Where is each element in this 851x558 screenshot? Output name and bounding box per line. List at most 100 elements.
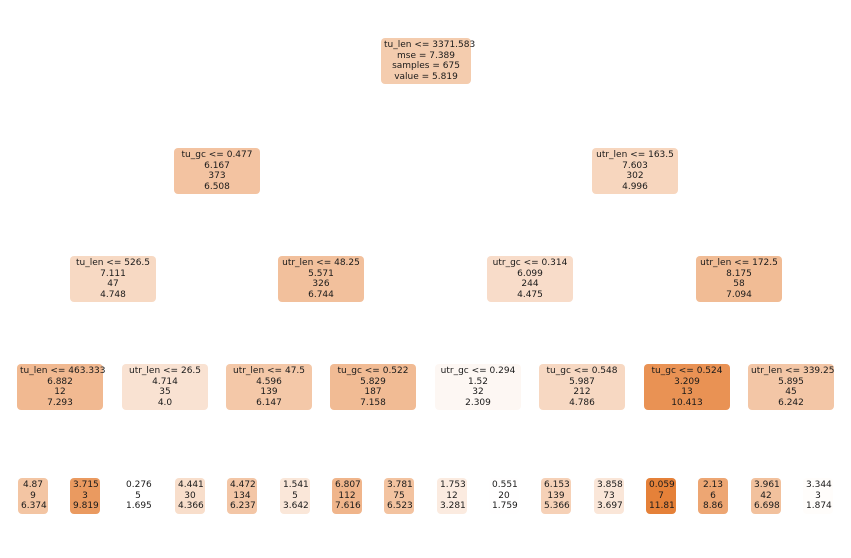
node-line: 4.475 (517, 289, 543, 300)
node-line: 112 (338, 490, 356, 501)
node-line: 0.059 (649, 480, 675, 490)
node-line: 5 (135, 490, 141, 501)
node-line: 8.86 (702, 501, 724, 511)
node-line: 35 (159, 387, 171, 397)
node-line: tu_gc <= 0.548 (546, 366, 618, 376)
node-line: 134 (233, 490, 251, 501)
node-line: 4.996 (622, 181, 648, 192)
node-line: 139 (260, 387, 278, 397)
node-line: tu_gc <= 0.524 (651, 366, 723, 376)
node-line: 6.807 (335, 480, 361, 490)
node-line: 139 (547, 490, 565, 501)
node-line: 1.874 (806, 501, 832, 511)
node-line: 2.309 (465, 397, 491, 408)
node-line: 13 (681, 387, 693, 397)
node-line: 4.366 (178, 501, 204, 511)
node-line: 47 (107, 279, 119, 289)
node-line: 302 (626, 171, 644, 181)
node-line: tu_gc <= 0.477 (181, 150, 253, 160)
node-line: 1.759 (492, 501, 518, 511)
node-line: 73 (603, 490, 615, 501)
node-line: 373 (208, 171, 226, 181)
node-line: utr_gc <= 0.294 (440, 366, 516, 376)
node-line: 7.616 (335, 501, 361, 511)
node-line: 6.153 (544, 480, 570, 490)
node-line: tu_len <= 3371.583 (384, 40, 476, 50)
node-line: 5.571 (308, 268, 334, 279)
node-line: tu_len <= 526.5 (75, 258, 151, 268)
node-line: 6.167 (204, 160, 230, 171)
node-line: 30 (184, 490, 196, 501)
node-line: tu_gc <= 0.522 (337, 366, 409, 376)
node-line: 32 (472, 387, 484, 397)
node-line: 2.13 (702, 480, 724, 490)
node-line: 12 (446, 490, 458, 501)
node-line: samples = 675 (392, 61, 460, 71)
node-line: utr_gc <= 0.314 (492, 258, 568, 268)
node-line: 1.753 (440, 480, 466, 490)
node-line: 5.895 (778, 376, 804, 387)
node-line: 6 (710, 490, 716, 501)
node-line: 4.714 (152, 376, 178, 387)
node-line: value = 5.819 (394, 71, 458, 82)
node-line: 3.281 (440, 501, 466, 511)
node-line: 10.413 (671, 397, 703, 408)
node-line: 5.987 (569, 376, 595, 387)
node-line: 6.099 (517, 268, 543, 279)
node-line: 4.87 (22, 480, 44, 490)
node-line: 7.094 (726, 289, 752, 300)
node-line: 3.858 (597, 480, 623, 490)
node-line: utr_len <= 172.5 (700, 258, 778, 268)
node-line: tu_len <= 463.333 (20, 366, 106, 376)
node-line: 4.0 (157, 397, 173, 408)
node-line: 8.175 (726, 268, 752, 279)
node-line: 9 (30, 490, 36, 501)
node-line: 7.111 (100, 268, 126, 279)
node-line: 3.344 (806, 480, 832, 490)
node-line: 4.596 (256, 376, 282, 387)
node-line: 58 (733, 279, 745, 289)
node-line: 212 (573, 387, 591, 397)
node-line: 187 (364, 387, 382, 397)
node-line: 3.715 (73, 480, 99, 490)
node-line: 3 (815, 490, 821, 501)
node-line: 0.551 (492, 480, 518, 490)
node-line: 1.52 (467, 376, 489, 387)
node-line: 6.744 (308, 289, 334, 300)
node-line: 3.697 (597, 501, 623, 511)
node-line: 3.209 (674, 376, 700, 387)
node-line: 6.882 (47, 376, 73, 387)
node-line: 11.81 (649, 501, 675, 511)
node-line: 20 (498, 490, 510, 501)
node-line: 3 (82, 490, 88, 501)
node-line: 45 (785, 387, 797, 397)
node-line: utr_len <= 163.5 (596, 150, 674, 160)
node-line: 244 (521, 279, 539, 289)
node-line: utr_len <= 48.25 (282, 258, 360, 268)
node-line: 0.276 (126, 480, 152, 490)
node-line: 4.748 (100, 289, 126, 300)
node-line: 326 (312, 279, 330, 289)
node-line: 6.374 (21, 501, 47, 511)
node-line: 3.642 (283, 501, 309, 511)
node-line: 12 (54, 387, 66, 397)
